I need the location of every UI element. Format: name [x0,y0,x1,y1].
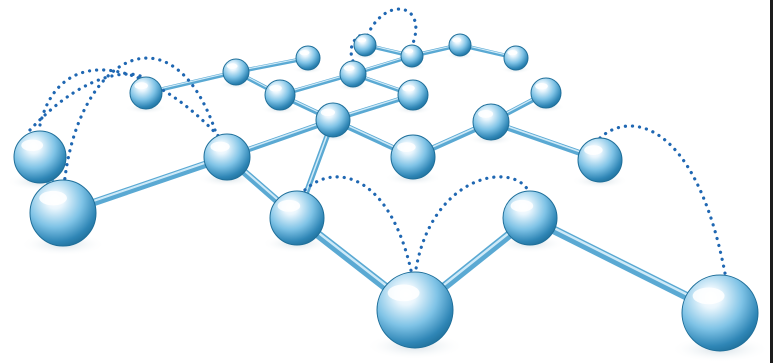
dotted-arc [363,7,418,48]
network-sphere [681,274,759,352]
frame-edge [770,0,773,363]
network-sphere [577,137,623,183]
dotted-arc [61,56,217,202]
dotted-arc [38,68,224,142]
network-sphere [339,60,367,88]
dotted-arc [598,124,730,292]
sphere-highlight [535,82,548,90]
sphere-highlight [507,49,518,56]
sphere-highlight [269,84,282,92]
network-sphere [222,58,250,86]
network-sphere [397,79,429,111]
sphere-highlight [21,139,44,152]
sphere-highlight [39,190,67,206]
sphere-highlight [584,145,603,155]
network-sphere [129,76,163,110]
sphere-highlight [404,48,414,54]
network-sphere [390,134,436,180]
network-sphere [502,190,558,246]
sphere-highlight [277,199,301,212]
network-sphere [448,33,472,57]
network-sphere [472,103,510,141]
sphere-highlight [210,141,230,152]
dotted-arc [28,72,148,132]
dotted-arc [413,175,532,277]
sphere-highlight [387,284,420,302]
network-sphere [400,44,424,68]
sphere-highlight [478,109,494,118]
network-sphere [530,77,562,109]
sphere-highlight [299,49,310,56]
network-sphere [203,133,251,181]
sphere-highlight [226,63,238,70]
dotted-arc [298,175,414,277]
network-sphere [295,45,321,71]
sphere-highlight [343,65,355,72]
network-sphere [13,130,67,184]
network-sphere [315,102,351,138]
network-sphere [29,179,97,247]
network-sphere [269,190,325,246]
sphere-highlight [134,82,148,90]
sphere-highlight [320,108,336,117]
sphere-highlight [510,199,534,212]
sphere-highlight [692,287,725,305]
sphere-highlight [357,37,367,43]
network-sphere [353,33,377,57]
network-sphere [376,271,454,349]
network-sphere [503,45,529,71]
sphere-highlight [402,84,415,92]
network-sphere [264,79,296,111]
sphere-highlight [397,142,416,152]
sphere-highlight [452,37,462,43]
